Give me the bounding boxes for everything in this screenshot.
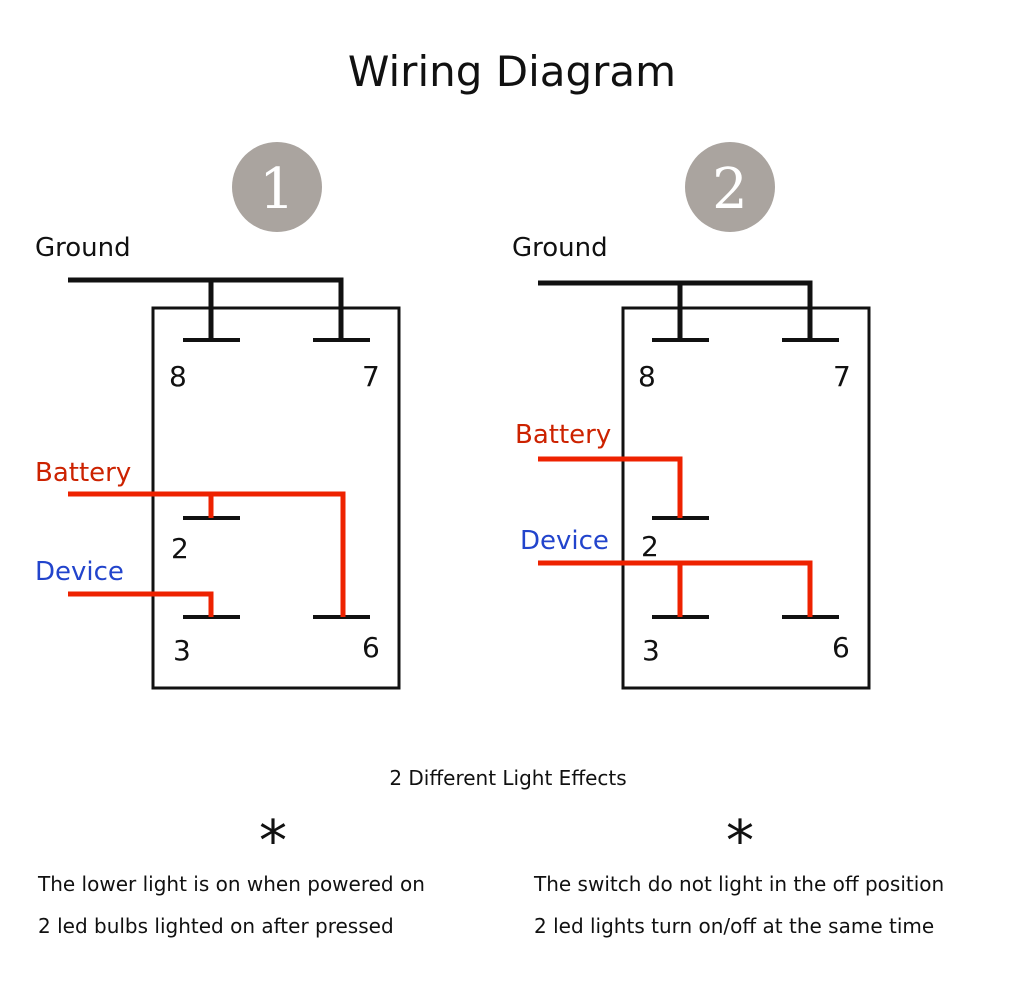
pin-label-6: 6 — [832, 631, 850, 664]
switch-body — [151, 306, 401, 690]
effect-marker: * — [259, 809, 287, 874]
effect-2-line-1: The switch do not light in the off posit… — [533, 872, 944, 896]
pin-label-7: 7 — [362, 360, 380, 393]
device-label: Device — [520, 526, 609, 556]
power-wires — [68, 491, 346, 617]
effect-1-line-2: 2 led bulbs lighted on after pressed — [38, 914, 394, 938]
ground-label: Ground — [512, 233, 608, 263]
switch-body — [621, 306, 871, 690]
page-title: Wiring Diagram — [348, 47, 676, 96]
pin-label-2: 2 — [641, 530, 659, 563]
effects-heading: 2 Different Light Effects — [389, 766, 626, 790]
diagram-2: 2 Ground Battery Device 8 7 2 3 6 — [512, 142, 871, 690]
ground-label: Ground — [35, 233, 131, 263]
effect-marker: * — [726, 809, 754, 874]
ground-wire — [68, 277, 344, 340]
ground-wire — [538, 280, 813, 340]
diagram-number: 2 — [712, 157, 748, 222]
diagram-number-badge — [685, 142, 775, 232]
diagram-number: 1 — [259, 157, 295, 222]
pin-label-8: 8 — [638, 360, 656, 393]
diagram-1: 1 Ground Battery Device 8 7 2 3 6 — [35, 142, 401, 690]
pin-label-2: 2 — [171, 532, 189, 565]
pin-label-6: 6 — [362, 631, 380, 664]
power-wires — [538, 456, 813, 617]
pin-label-3: 3 — [642, 634, 660, 667]
battery-label: Battery — [515, 420, 611, 450]
battery-wire — [68, 491, 346, 617]
device-label: Device — [35, 557, 124, 587]
pin-label-3: 3 — [173, 634, 191, 667]
pin-label-8: 8 — [169, 360, 187, 393]
pin-label-7: 7 — [833, 360, 851, 393]
device-wire — [538, 560, 813, 617]
battery-label: Battery — [35, 458, 131, 488]
device-wire — [68, 591, 214, 617]
battery-wire — [538, 456, 683, 518]
effect-2-line-2: 2 led lights turn on/off at the same tim… — [534, 914, 934, 938]
diagram-number-badge — [232, 142, 322, 232]
effect-1-line-1: The lower light is on when powered on — [37, 872, 425, 896]
